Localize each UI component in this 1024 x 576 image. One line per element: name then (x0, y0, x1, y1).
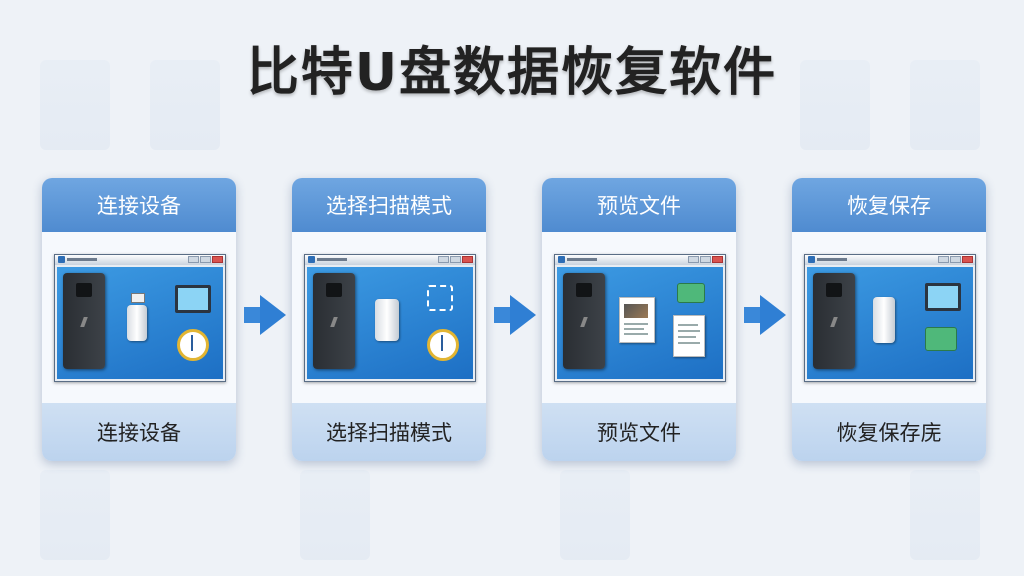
background-glyph (300, 470, 370, 560)
gauge-icon (427, 329, 459, 361)
step-card-recover-save: 恢复保存 恢复保存庑 (792, 178, 986, 461)
maximize-icon (700, 256, 711, 263)
step-header: 预览文件 (542, 178, 736, 232)
flow-arrow-stem (744, 307, 762, 323)
monitor-icon (175, 285, 211, 313)
background-glyph (800, 60, 870, 150)
app-logo-icon (308, 256, 315, 263)
step-caption: 恢复保存庑 (792, 403, 986, 461)
background-glyph (150, 60, 220, 150)
minimize-icon (938, 256, 949, 263)
app-logo-icon (808, 256, 815, 263)
app-window-screenshot (304, 254, 476, 382)
background-glyph (910, 60, 980, 150)
app-window-screenshot (554, 254, 726, 382)
flow-arrow-stem (244, 307, 262, 323)
page-title: 比特U盘数据恢复软件 (246, 43, 778, 103)
close-icon (962, 256, 973, 263)
gauge-icon (177, 329, 209, 361)
window-titlebar (305, 255, 475, 265)
window-titlebar (555, 255, 725, 265)
window-content (807, 267, 973, 379)
flow-arrow-stem (494, 307, 512, 323)
phone-device-icon (63, 273, 105, 369)
close-icon (212, 256, 223, 263)
usb-cable-icon (127, 305, 147, 341)
step-header: 连接设备 (42, 178, 236, 232)
close-icon (712, 256, 723, 263)
step-card-scan-mode: 选择扫描模式 选择扫描模式 (292, 178, 486, 461)
flow-arrow-icon (510, 295, 536, 335)
step-card-connect: 连接设备 连接设备 (42, 178, 236, 461)
usb-drive-icon (375, 299, 399, 341)
window-content (307, 267, 473, 379)
phone-device-icon (563, 273, 605, 369)
background-glyph (910, 470, 980, 560)
app-logo-icon (558, 256, 565, 263)
window-title-placeholder (317, 258, 347, 261)
close-icon (462, 256, 473, 263)
flow-arrow-icon (260, 295, 286, 335)
maximize-icon (950, 256, 961, 263)
monitor-icon (925, 283, 961, 311)
app-logo-icon (58, 256, 65, 263)
minimize-icon (188, 256, 199, 263)
window-title-placeholder (67, 258, 97, 261)
maximize-icon (200, 256, 211, 263)
step-caption: 选择扫描模式 (292, 403, 486, 461)
maximize-icon (450, 256, 461, 263)
background-glyph (560, 470, 630, 560)
window-titlebar (805, 255, 975, 265)
step-header: 恢复保存 (792, 178, 986, 232)
step-caption: 预览文件 (542, 403, 736, 461)
background-glyph (40, 60, 110, 150)
usb-drive-icon (873, 297, 895, 343)
app-window-screenshot (54, 254, 226, 382)
app-window-screenshot (804, 254, 976, 382)
window-titlebar (55, 255, 225, 265)
network-icon (677, 283, 705, 303)
phone-device-icon (813, 273, 855, 369)
image-document-icon (619, 297, 655, 343)
flow-arrow-icon (760, 295, 786, 335)
minimize-icon (438, 256, 449, 263)
window-title-placeholder (817, 258, 847, 261)
minimize-icon (688, 256, 699, 263)
step-caption: 连接设备 (42, 403, 236, 461)
chip-scan-icon (427, 285, 453, 311)
window-content (557, 267, 723, 379)
recovery-box-icon (925, 327, 957, 351)
usb-connector-icon (131, 293, 145, 303)
window-title-placeholder (567, 258, 597, 261)
step-header: 选择扫描模式 (292, 178, 486, 232)
text-document-icon (673, 315, 705, 357)
background-glyph (40, 470, 110, 560)
step-card-preview: 预览文件 预览文件 (542, 178, 736, 461)
phone-device-icon (313, 273, 355, 369)
window-content (57, 267, 223, 379)
